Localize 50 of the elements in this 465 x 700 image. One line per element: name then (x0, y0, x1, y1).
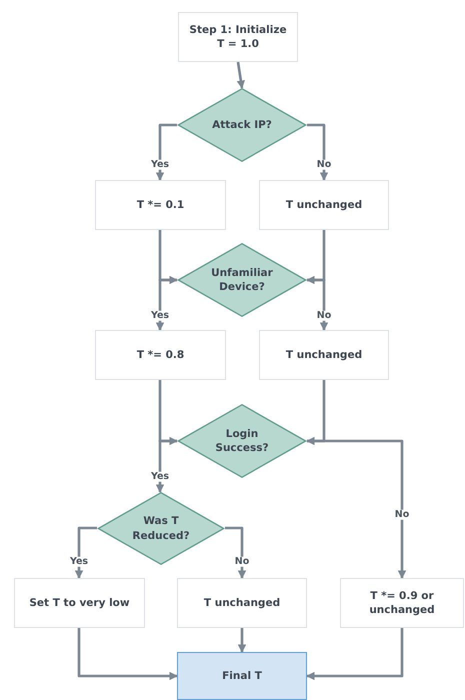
node-text: T *= 0.1 (136, 198, 186, 212)
arrow (238, 628, 246, 653)
node-text: Unfamiliar Device? (210, 266, 274, 294)
process-box (259, 330, 389, 380)
arrow (225, 526, 246, 579)
node-text: Set T to very low (28, 596, 131, 610)
edge-label: No (234, 556, 250, 568)
edge-label: No (316, 160, 332, 170)
node-text: Was T Reduced? (131, 514, 191, 543)
process-box (14, 578, 145, 628)
arrow (156, 440, 177, 493)
arrow (158, 230, 178, 284)
process-box (178, 12, 298, 62)
arrow (306, 380, 326, 446)
edge-label: Yes (68, 556, 90, 568)
node-text: T *= 0.9 or unchanged (368, 588, 436, 618)
process-box (95, 330, 226, 380)
end-box (177, 652, 307, 700)
decision-diamond (177, 243, 307, 317)
node-text: T *= 0.8 (136, 348, 186, 362)
node-text: T unchanged (284, 198, 364, 212)
process-box (95, 180, 226, 230)
node-text: T unchanged (284, 348, 364, 362)
process-box (177, 578, 307, 628)
arrow (236, 62, 245, 89)
arrow (74, 526, 97, 579)
arrow (78, 628, 178, 680)
arrow (306, 628, 404, 680)
decision-diamond (177, 404, 307, 478)
edge-label: No (316, 310, 332, 322)
arrow (156, 278, 177, 331)
arrow (306, 230, 326, 284)
decision-diamond (177, 88, 307, 162)
arrow (156, 124, 177, 181)
edge-label: No (394, 510, 410, 520)
edge-label: Yes (150, 310, 170, 322)
arrow (307, 440, 406, 579)
node-text: Login Success? (214, 426, 270, 456)
arrow (307, 278, 328, 331)
edge-label: Yes (150, 160, 170, 170)
node-text: Attack IP? (211, 118, 273, 132)
edge-label: Yes (150, 472, 170, 482)
process-box (259, 180, 389, 230)
node-text: Final T (221, 668, 263, 684)
node-text: Step 1: Initialize T = 1.0 (188, 22, 288, 52)
arrow (307, 124, 328, 181)
arrow (158, 380, 178, 446)
node-text: T unchanged (202, 596, 282, 610)
process-box (340, 578, 464, 628)
decision-diamond (97, 492, 225, 565)
